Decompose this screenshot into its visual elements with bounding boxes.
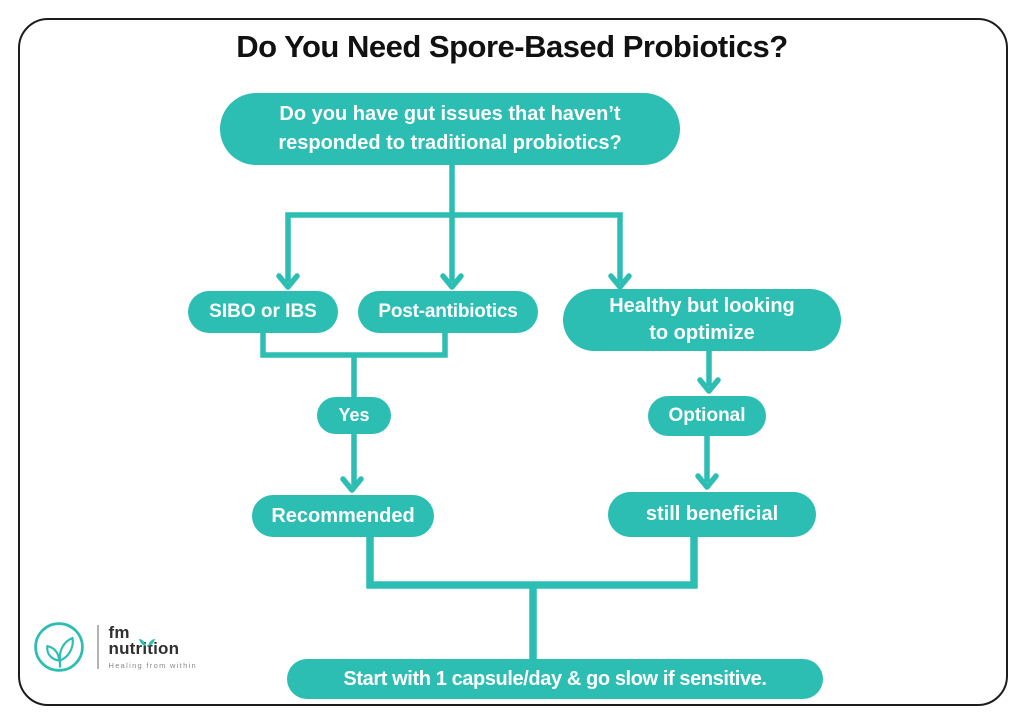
node-sibo-or-ibs: SIBO or IBS: [188, 291, 338, 333]
healthy-line-2: to optimize: [649, 322, 755, 344]
node-recommended: Recommended: [252, 495, 434, 537]
node-gut-issues-question: Do you have gut issues that haven’t resp…: [220, 93, 680, 165]
node-still-beneficial: still beneficial: [608, 492, 816, 537]
node-healthy-optimize: Healthy but looking to optimize: [563, 289, 841, 351]
node-optional: Optional: [648, 396, 766, 436]
connector-merge-sibo-post: [260, 332, 448, 358]
brand-name-nutrition: nutrition: [108, 638, 180, 658]
brand-name-fm: fm: [108, 622, 130, 642]
healthy-line-1: Healthy but looking: [609, 295, 795, 317]
arrow-down-icon: [340, 476, 364, 493]
arrow-down-icon: [695, 473, 719, 490]
node-dosage-advice: Start with 1 capsule/day & go slow if se…: [287, 659, 823, 699]
arrow-down-icon: [608, 273, 632, 290]
sprout-circle-icon: [34, 622, 84, 672]
rounded-border-frame: [18, 18, 1008, 706]
logo-text-block: fm nutrition Healing from within: [108, 622, 197, 670]
arrow-down-icon: [697, 377, 721, 394]
logo-divider: [97, 625, 99, 669]
question-line-1: Do you have gut issues that haven’t: [279, 103, 621, 125]
arrow-down-icon: [440, 273, 464, 290]
leaf-accent-icon: [138, 638, 155, 646]
brand-logo: fm nutrition Healing from within: [32, 620, 197, 674]
question-line-2: responded to traditional probiotics?: [278, 132, 622, 154]
page-title: Do You Need Spore-Based Probiotics?: [236, 29, 788, 64]
brand-tagline: Healing from within: [108, 660, 197, 670]
arrow-down-icon: [276, 273, 300, 290]
connector-bottom-merge: [366, 535, 698, 589]
node-yes: Yes: [317, 397, 391, 434]
node-post-antibiotics: Post-antibiotics: [358, 291, 538, 333]
